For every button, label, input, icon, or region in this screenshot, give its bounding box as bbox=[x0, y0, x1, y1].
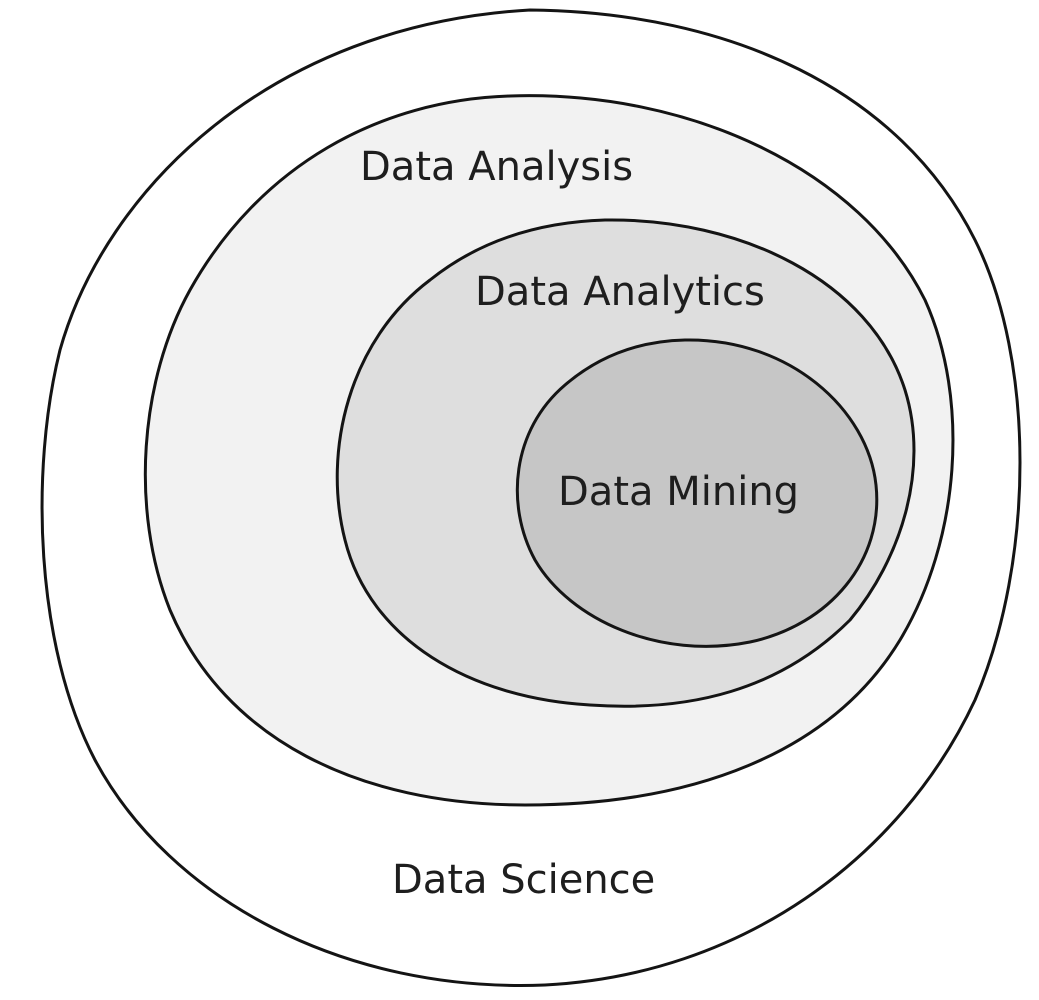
label-data-science: Data Science bbox=[392, 857, 655, 903]
region-data-mining bbox=[515, 338, 879, 648]
region-data-analysis-outline bbox=[143, 94, 955, 807]
region-data-science-outline bbox=[40, 8, 1022, 987]
region-data-mining-outline bbox=[515, 338, 879, 648]
label-data-analytics: Data Analytics bbox=[475, 269, 765, 315]
label-data-mining: Data Mining bbox=[558, 469, 799, 515]
region-data-mining-shape bbox=[517, 339, 877, 647]
region-data-analytics-outline bbox=[335, 218, 916, 708]
label-data-analysis: Data Analysis bbox=[360, 144, 633, 190]
